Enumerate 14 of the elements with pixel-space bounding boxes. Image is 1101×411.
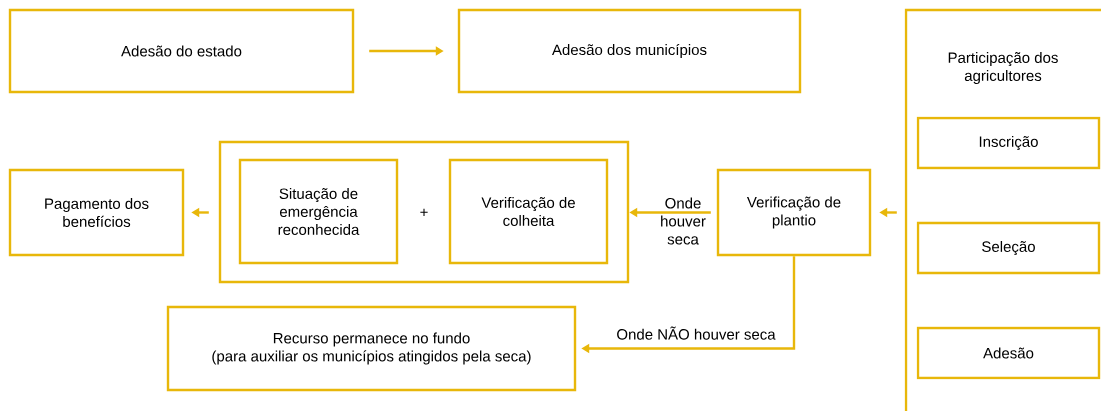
process-box: Adesão do estado bbox=[8, 8, 355, 94]
process-box: Recurso permanece no fundo (para auxiliar os municípios atingidos pela seca) bbox=[166, 305, 577, 392]
process-box: Verificação de plantio bbox=[716, 168, 872, 257]
edge-label: Onde NÃO houver seca bbox=[617, 326, 776, 340]
process-box: Situação de emergência reconhecida bbox=[238, 158, 399, 265]
process-box: Verificação de colheita bbox=[448, 158, 609, 265]
group-box bbox=[218, 140, 630, 284]
step-box: Inscrição bbox=[916, 116, 1101, 170]
edge-label: Onde houver seca bbox=[661, 197, 706, 245]
plus-sign: + bbox=[420, 208, 428, 216]
process-box: Adesão dos municípios bbox=[457, 8, 802, 94]
step-box: Adesão bbox=[916, 326, 1101, 380]
process-box: Pagamento dos benefícios bbox=[8, 168, 185, 257]
step-box: Seleção bbox=[916, 221, 1101, 275]
